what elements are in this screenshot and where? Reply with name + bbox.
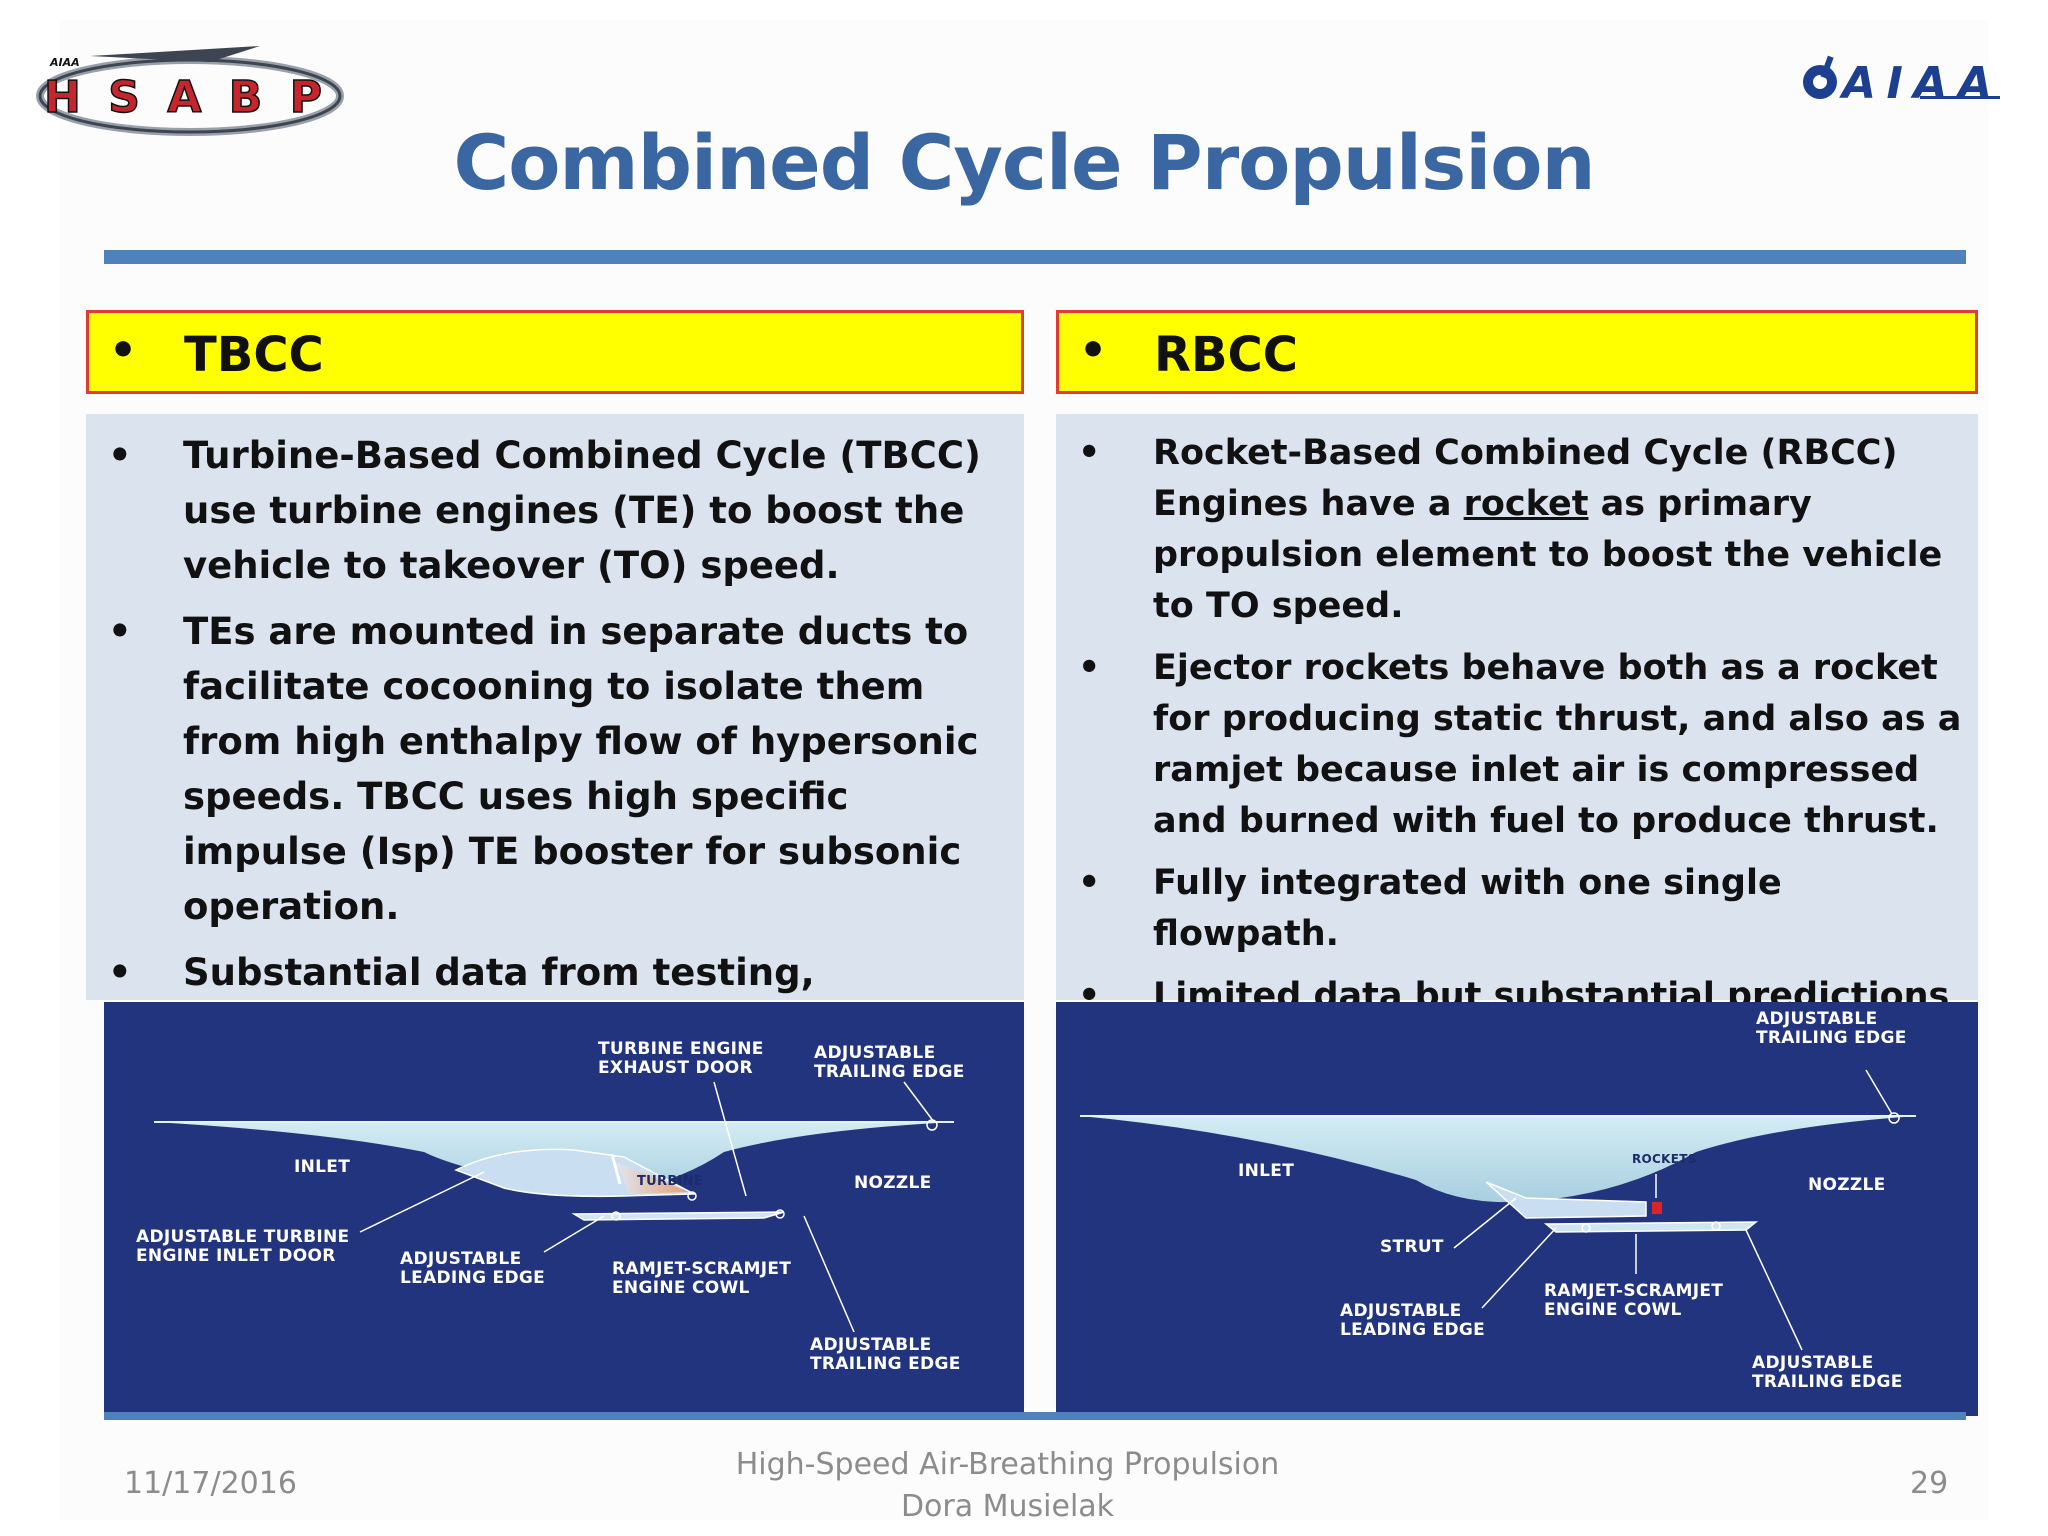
rbcc-bullet-1-after: as primary propulsion element to boost t… <box>1153 484 1943 626</box>
aiaa-logo: AIAA <box>1800 52 2010 112</box>
leader-line <box>1453 1197 1517 1249</box>
label-nozzle: NOZZLE <box>854 1173 932 1193</box>
tbcc-diagram: TURBINE ENGINE EXHAUST DOOR ADJUSTABLE T… <box>104 1002 1024 1416</box>
hinge-icon <box>1581 1223 1591 1233</box>
bullet-icon: • <box>108 434 132 477</box>
rbcc-bullet-list: • Rocket-Based Combined Cycle (RBCC) Engi… <box>1056 428 1978 1084</box>
bullet-icon: • <box>108 951 132 994</box>
tbcc-body: • Turbine-Based Combined Cycle (TBCC) use… <box>86 414 1024 1049</box>
engine-cowl <box>1543 1221 1759 1233</box>
label-turbine-exhaust-door: TURBINE ENGINE EXHAUST DOOR <box>598 1039 764 1078</box>
hsabp-logo: AIAA HSABP <box>30 40 350 140</box>
label-inlet: INLET <box>294 1157 351 1177</box>
rbcc-bullet-1-before: Rocket-Based Combined Cycle (RBCC) Engin… <box>1153 433 1898 524</box>
label-adjustable-leading-edge: ADJUSTABLE LEADING EDGE <box>1340 1301 1486 1340</box>
bullet-icon: • <box>1078 433 1101 473</box>
leader-line <box>903 1081 935 1123</box>
tbcc-bullet-2: TEs are mounted in separate ducts to fac… <box>183 610 979 928</box>
leader-line <box>803 1215 855 1333</box>
bullet-icon: • <box>109 325 138 376</box>
bottom-divider <box>104 1412 1966 1420</box>
list-item: • TEs are mounted in separate ducts to fa… <box>86 604 1024 934</box>
tbcc-heading: • TBCC <box>86 310 1024 394</box>
aiaa-logo-text: AIAA <box>1839 58 1992 109</box>
tbcc-heading-label: TBCC <box>184 327 324 383</box>
aiaa-globe-center <box>1813 75 1827 89</box>
rbcc-bullet-1-underlined: rocket <box>1463 484 1589 524</box>
label-ramjet-scramjet-cowl: RAMJET-SCRAMJET ENGINE COWL <box>612 1259 792 1298</box>
label-adjustable-trailing-edge-bottom: ADJUSTABLE TRAILING EDGE <box>810 1335 961 1374</box>
footer-center: High-Speed Air-Breathing Propulsion Dora… <box>0 1444 2015 1528</box>
bullet-icon: • <box>1078 863 1101 903</box>
hinge-icon <box>1711 1221 1721 1231</box>
leader-line <box>1745 1229 1803 1351</box>
page-number: 29 <box>1910 1466 1949 1501</box>
rbcc-bullet-2: Ejector rockets behave both as a rocket … <box>1153 648 1962 841</box>
leader-line <box>713 1081 747 1197</box>
leader-line <box>359 1171 485 1233</box>
footer-course-title: High-Speed Air-Breathing Propulsion <box>735 1447 1280 1482</box>
engine-cowl <box>571 1211 785 1221</box>
leader-line <box>1481 1227 1557 1309</box>
aiaa-rocket-icon <box>1820 55 1834 79</box>
logo-text: HSABP <box>44 72 322 123</box>
rbcc-bullet-3: Fully integrated with one single flowpat… <box>1153 863 1782 954</box>
title-divider <box>104 250 1966 264</box>
rbcc-heading: • RBCC <box>1056 310 1978 394</box>
leader-line <box>1865 1069 1893 1115</box>
aircraft-icon <box>90 46 260 62</box>
list-item: • Ejector rockets behave both as a rocket… <box>1056 643 1978 847</box>
tbcc-bullet-1: Turbine-Based Combined Cycle (TBCC) use … <box>183 434 981 587</box>
label-strut: STRUT <box>1380 1237 1444 1257</box>
label-adjustable-leading-edge: ADJUSTABLE LEADING EDGE <box>400 1249 546 1288</box>
exhaust-door <box>610 1153 622 1185</box>
rbcc-body: • Rocket-Based Combined Cycle (RBCC) Engi… <box>1056 414 1978 1067</box>
strut <box>1485 1181 1647 1219</box>
label-adjustable-trailing-edge-bottom: ADJUSTABLE TRAILING EDGE <box>1752 1353 1903 1392</box>
list-item: • Turbine-Based Combined Cycle (TBCC) use… <box>86 428 1024 593</box>
leader-line <box>543 1215 605 1253</box>
footer-author: Dora Musielak <box>900 1489 1115 1524</box>
list-item: • Fully integrated with one single flowpa… <box>1056 858 1978 960</box>
label-ramjet-scramjet-cowl: RAMJET-SCRAMJET ENGINE COWL <box>1544 1281 1724 1320</box>
hinge-icon <box>611 1211 621 1221</box>
logo-small-text: AIAA <box>49 56 80 69</box>
label-adjustable-trailing-edge-top: ADJUSTABLE TRAILING EDGE <box>1756 1009 1907 1048</box>
footer-date: 11/17/2016 <box>124 1466 297 1501</box>
bullet-icon: • <box>108 610 132 653</box>
label-nozzle: NOZZLE <box>1808 1175 1886 1195</box>
hinge-icon <box>775 1209 785 1219</box>
list-item: • Rocket-Based Combined Cycle (RBCC) Engi… <box>1056 428 1978 632</box>
hinge-icon <box>1888 1112 1900 1124</box>
hinge-icon <box>687 1191 697 1201</box>
rbcc-heading-label: RBCC <box>1154 327 1298 383</box>
label-adjustable-trailing-edge-top: ADJUSTABLE TRAILING EDGE <box>814 1043 965 1082</box>
label-rockets: ROCKETS <box>1632 1152 1697 1166</box>
rocket-icon <box>1652 1202 1662 1214</box>
label-turbine: TURBINE <box>637 1174 704 1189</box>
label-inlet: INLET <box>1238 1161 1295 1181</box>
tbcc-bullet-list: • Turbine-Based Combined Cycle (TBCC) use… <box>86 428 1024 1066</box>
bullet-icon: • <box>1079 325 1108 376</box>
turbine-block <box>616 1162 689 1194</box>
page-title: Combined Cycle Propulsion <box>453 118 1595 207</box>
rbcc-diagram: ADJUSTABLE TRAILING EDGE INLET ROCKETS N… <box>1056 1002 1978 1416</box>
vehicle-body <box>1080 1116 1916 1203</box>
bullet-icon: • <box>1078 648 1101 688</box>
label-adjustable-turbine-inlet-door: ADJUSTABLE TURBINE ENGINE INLET DOOR <box>136 1227 350 1266</box>
aiaa-underline <box>1920 96 2000 99</box>
